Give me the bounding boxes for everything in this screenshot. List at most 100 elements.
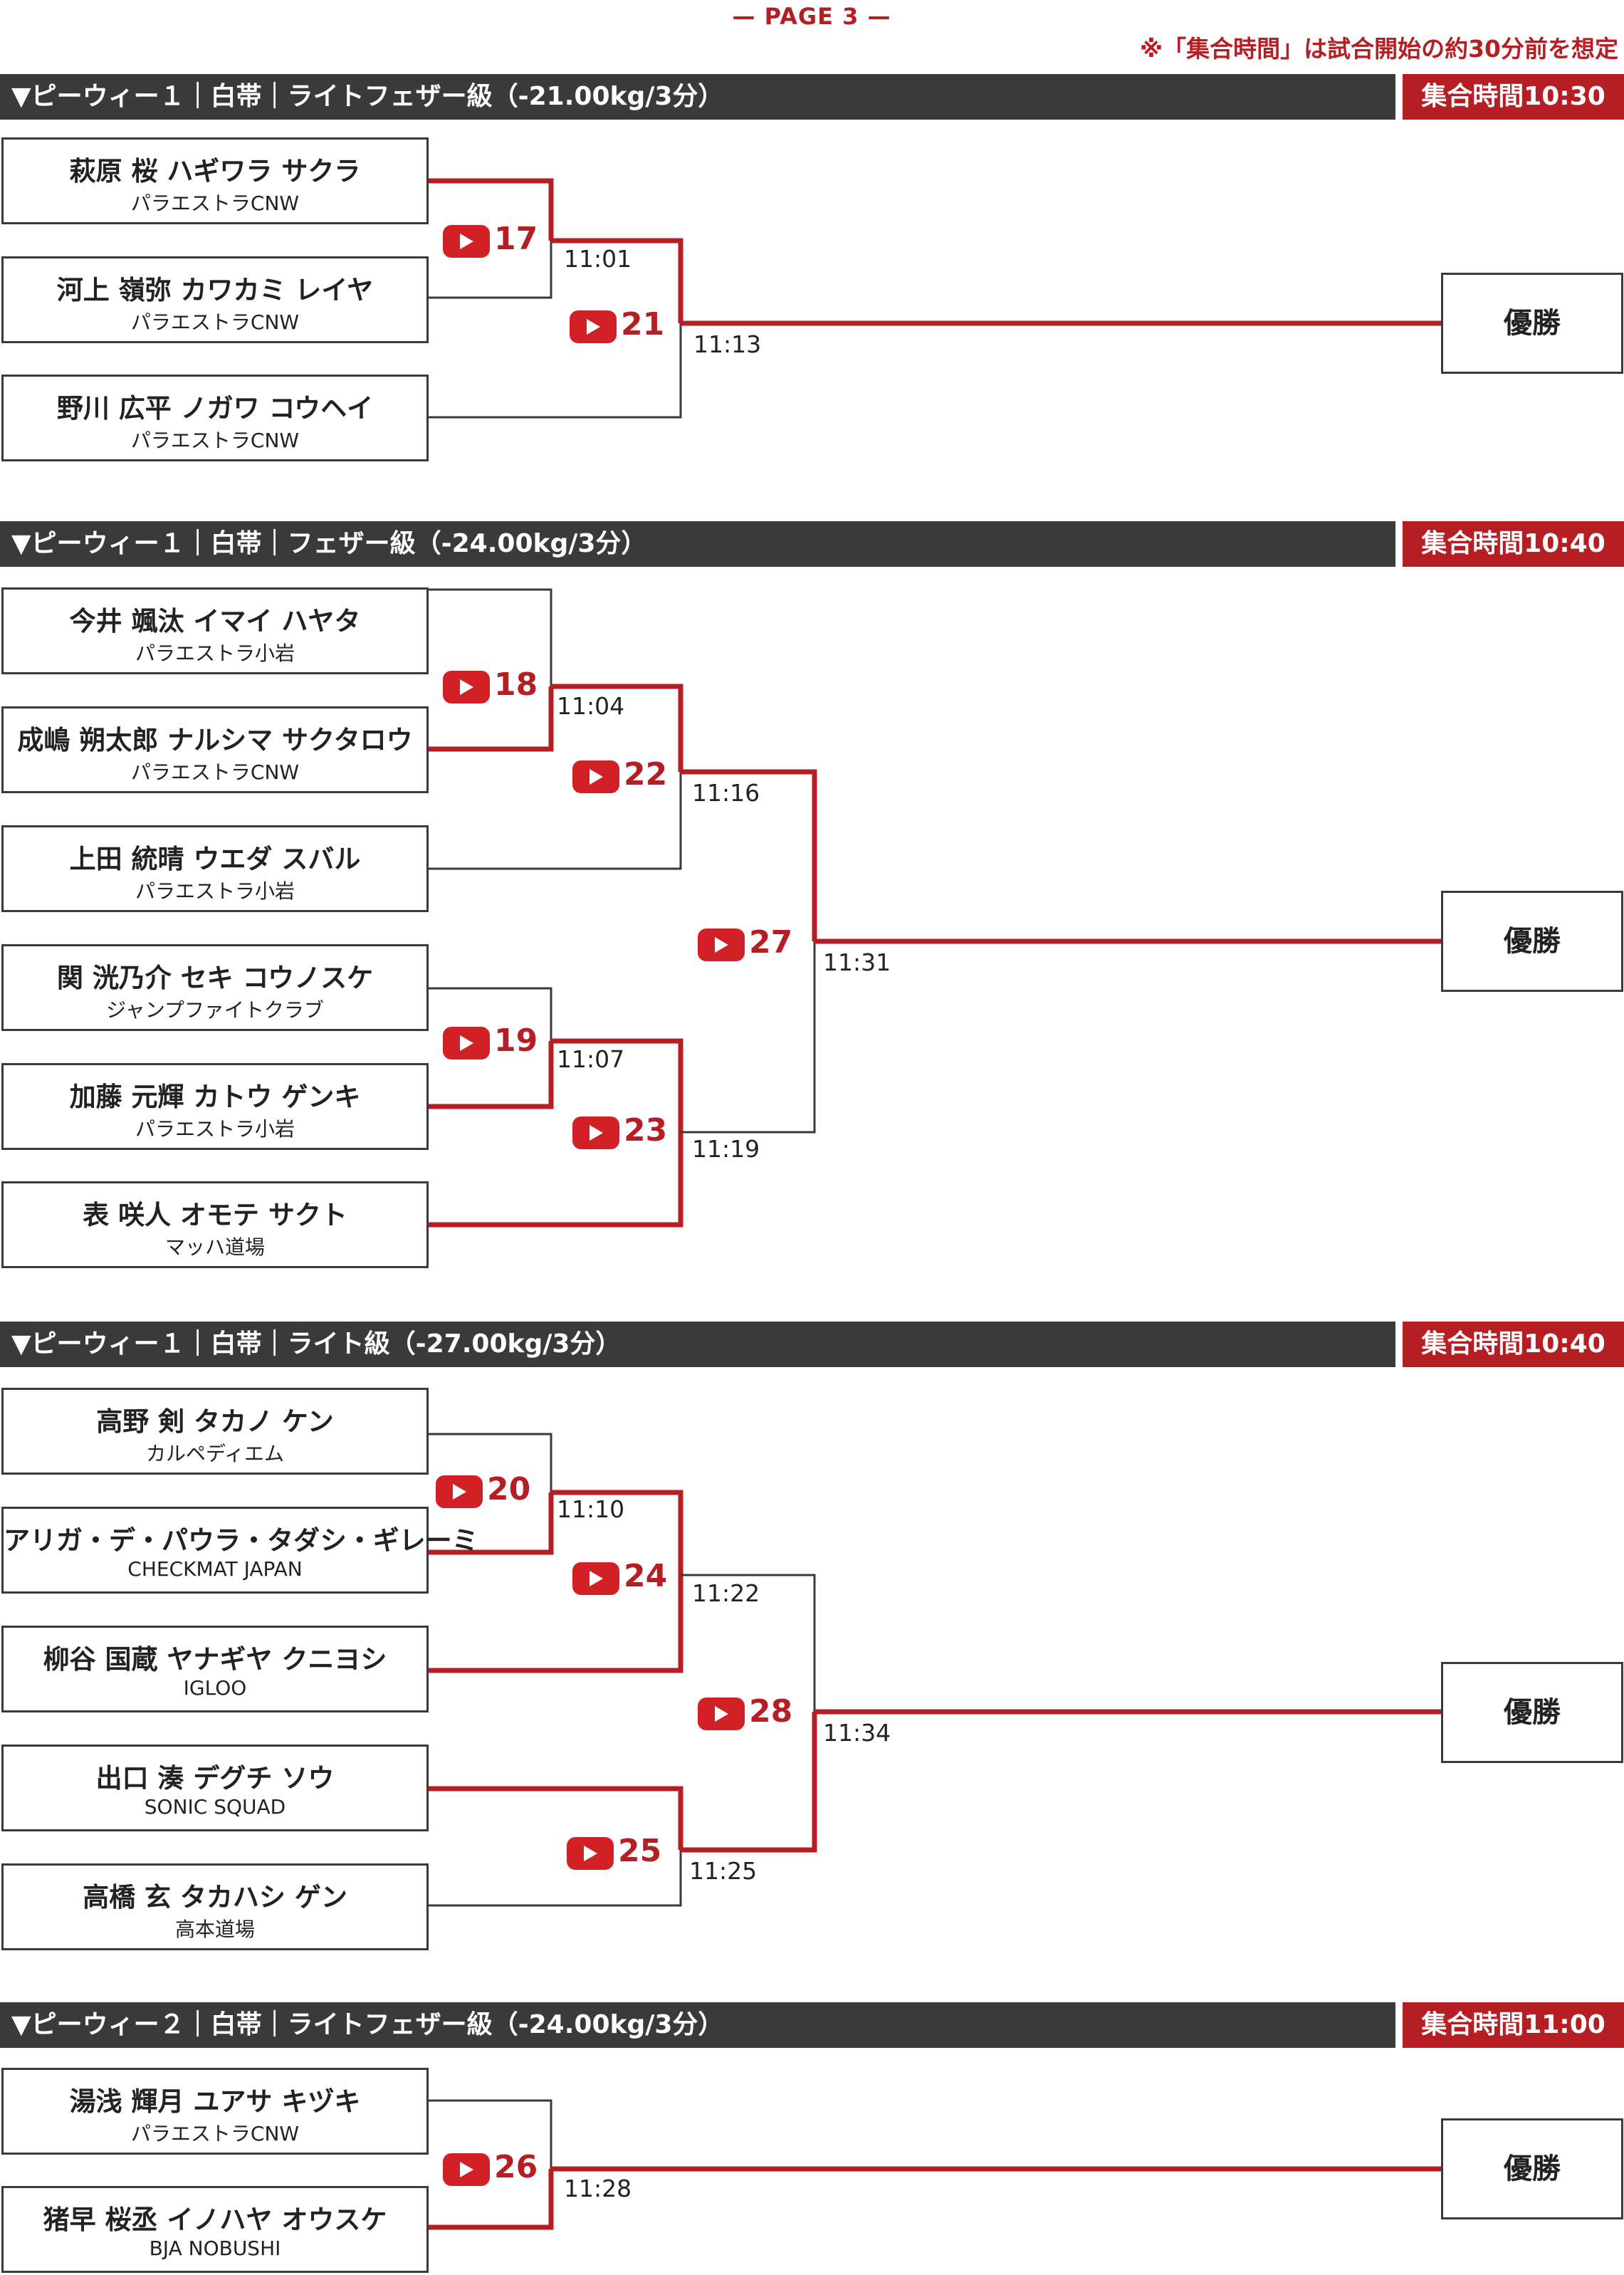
- match-time: 11:19: [691, 1135, 762, 1163]
- match-number: 25: [618, 1833, 662, 1869]
- bracket-line: [429, 241, 552, 299]
- fighter-card: 加藤 元輝 カトウ ゲンキ パラエストラ小岩: [1, 1063, 429, 1150]
- winner-label: 優勝: [1504, 1696, 1561, 1729]
- fighter-team: パラエストラ小岩: [135, 879, 295, 903]
- fighter-team: パラエストラ小岩: [135, 1117, 295, 1141]
- match-video-link[interactable]: 17: [443, 221, 543, 258]
- match-number: 18: [494, 666, 538, 703]
- match-time: 11:13: [692, 330, 763, 358]
- play-video-icon[interactable]: [443, 671, 490, 704]
- fighter-team: ジャンプファイトクラブ: [106, 998, 324, 1022]
- winner-box: 優勝: [1441, 273, 1623, 374]
- fighter-name: 加藤 元輝 カトウ ゲンキ: [69, 1082, 361, 1112]
- assembly-time-badge: 集合時間10:30: [1403, 74, 1624, 120]
- match-video-link[interactable]: 27: [698, 924, 797, 961]
- bracket-line: [429, 588, 552, 686]
- fighter-team: CHECKMAT JAPAN: [127, 1557, 303, 1581]
- fighter-card: 湯浅 輝月 ユアサ キヅキ パラエストラCNW: [1, 2068, 429, 2155]
- bracket-line: [551, 1490, 683, 1575]
- fighter-name: アリガ・デ・パウラ・タダシ・ギレーミ: [4, 1525, 478, 1556]
- fighter-team: パラエストラCNW: [130, 310, 300, 334]
- match-video-link[interactable]: 26: [443, 2149, 543, 2186]
- play-video-icon[interactable]: [443, 2153, 490, 2186]
- match-number: 27: [749, 924, 793, 961]
- bracket-line: [429, 178, 554, 241]
- fighter-team: IGLOO: [183, 1676, 247, 1700]
- match-number: 19: [494, 1023, 538, 1059]
- match-time: 11:04: [555, 692, 627, 720]
- bracket-lines: [429, 178, 1441, 419]
- fighter-name: 出口 湊 デグチ ソウ: [95, 1763, 335, 1794]
- match-time: 11:16: [691, 779, 762, 807]
- bracket-line: [429, 987, 552, 1041]
- play-video-icon[interactable]: [698, 1698, 745, 1730]
- fighter-card: 今井 颯汰 イマイ ハヤタ パラエストラ小岩: [1, 587, 429, 674]
- fighter-card: 高橋 玄 タカハシ ゲン 高本道場: [1, 1863, 429, 1950]
- fighter-team: マッハ道場: [164, 1235, 265, 1259]
- fighter-team: パラエストラCNW: [130, 429, 300, 452]
- section-header: ▼ピーウィー２｜白帯｜ライトフェザー級（-24.00kg/3分）: [0, 2002, 1395, 2048]
- fighter-name: 河上 嶺弥 カワカミ レイヤ: [56, 275, 374, 305]
- bracket-section-2: ▼ピーウィー１｜白帯｜フェザー級（-24.00kg/3分） 集合時間10:40 …: [0, 521, 1624, 1312]
- match-number: 26: [494, 2149, 538, 2185]
- bracket-line: [429, 1132, 683, 1228]
- match-video-link[interactable]: 19: [443, 1023, 543, 1060]
- fighter-card: 成嶋 朔太郎 ナルシマ サクタロウ パラエストラCNW: [1, 706, 429, 793]
- fighter-name: 萩原 桜 ハギワラ サクラ: [69, 156, 361, 187]
- fighter-card: 河上 嶺弥 カワカミ レイヤ パラエストラCNW: [1, 256, 429, 343]
- fighter-card: 萩原 桜 ハギワラ サクラ パラエストラCNW: [1, 137, 429, 224]
- fighter-name: 高野 剣 タカノ ケン: [96, 1406, 334, 1437]
- play-video-icon[interactable]: [567, 1837, 614, 1870]
- fighter-name: 表 咲人 オモテ サクト: [83, 1200, 347, 1230]
- fighter-card: 上田 統晴 ウエダ スバル パラエストラ小岩: [1, 825, 429, 912]
- section-title: ▼ピーウィー１｜白帯｜フェザー級（-24.00kg/3分）: [11, 529, 647, 558]
- bracket-section-1: ▼ピーウィー１｜白帯｜ライトフェザー級（-21.00kg/3分） 集合時間10:…: [0, 74, 1624, 864]
- play-video-icon[interactable]: [572, 760, 619, 793]
- fighter-name: 柳谷 国蔵 ヤナギヤ クニヨシ: [43, 1644, 387, 1675]
- match-video-link[interactable]: 24: [572, 1558, 672, 1595]
- assembly-note: ※「集合時間」は試合開始の約30分前を想定: [1139, 35, 1618, 63]
- fighter-team: パラエストラCNW: [130, 192, 300, 215]
- fighter-team: 高本道場: [174, 1918, 255, 1941]
- play-video-icon[interactable]: [572, 1116, 619, 1149]
- match-video-link[interactable]: 18: [443, 666, 543, 704]
- fighter-card: 高野 剣 タカノ ケン カルペディエム: [1, 1388, 429, 1475]
- fighter-team: パラエストラCNW: [130, 2122, 300, 2145]
- play-video-icon[interactable]: [572, 1562, 619, 1595]
- bracket-section-4: ▼ピーウィー２｜白帯｜ライトフェザー級（-24.00kg/3分） 集合時間11:…: [0, 2002, 1624, 2275]
- section-header: ▼ピーウィー１｜白帯｜フェザー級（-24.00kg/3分）: [0, 521, 1395, 567]
- section-title: ▼ピーウィー１｜白帯｜ライト級（-27.00kg/3分）: [11, 1329, 622, 1359]
- bracket-lines: [429, 1433, 1441, 1907]
- bracket-line: [429, 1575, 683, 1673]
- fighter-name: 猪早 桜丞 イノハヤ オウスケ: [43, 2205, 387, 2235]
- match-video-link[interactable]: 28: [698, 1693, 797, 1730]
- bracket-line: [429, 1850, 682, 1907]
- fighter-card: 柳谷 国蔵 ヤナギヤ クニヨシ IGLOO: [1, 1626, 429, 1712]
- fighter-card: 関 洸乃介 セキ コウノスケ ジャンプファイトクラブ: [1, 944, 429, 1031]
- match-video-link[interactable]: 20: [436, 1471, 543, 1508]
- fighter-team: SONIC SQUAD: [144, 1795, 286, 1819]
- bracket-line: [551, 1038, 683, 1132]
- play-video-icon[interactable]: [698, 929, 745, 961]
- bracket-section-3: ▼ピーウィー１｜白帯｜ライト級（-27.00kg/3分） 集合時間10:40 高…: [0, 1322, 1624, 2112]
- play-video-icon[interactable]: [436, 1475, 483, 1508]
- bracket-line: [551, 684, 683, 772]
- fighter-card: 表 咲人 オモテ サクト マッハ道場: [1, 1181, 429, 1268]
- play-video-icon[interactable]: [570, 310, 617, 343]
- winner-box: 優勝: [1441, 891, 1623, 992]
- play-video-icon[interactable]: [443, 1027, 490, 1060]
- section-title: ▼ピーウィー２｜白帯｜ライトフェザー級（-24.00kg/3分）: [11, 2010, 724, 2039]
- match-video-link[interactable]: 22: [572, 756, 672, 793]
- match-video-link[interactable]: 23: [572, 1112, 672, 1149]
- section-header: ▼ピーウィー１｜白帯｜ライトフェザー級（-21.00kg/3分）: [0, 74, 1395, 120]
- bracket-line: [681, 1574, 816, 1712]
- bracket-lines: [429, 2099, 1441, 2230]
- play-video-icon[interactable]: [443, 225, 490, 258]
- match-video-link[interactable]: 21: [570, 306, 669, 343]
- winner-box: 優勝: [1441, 1662, 1623, 1763]
- match-number: 20: [487, 1471, 531, 1507]
- match-video-link[interactable]: 25: [567, 1833, 674, 1870]
- page-label: — PAGE 3 —: [732, 3, 891, 30]
- bracket-line: [429, 1492, 554, 1555]
- fighter-team: パラエストラCNW: [130, 760, 300, 784]
